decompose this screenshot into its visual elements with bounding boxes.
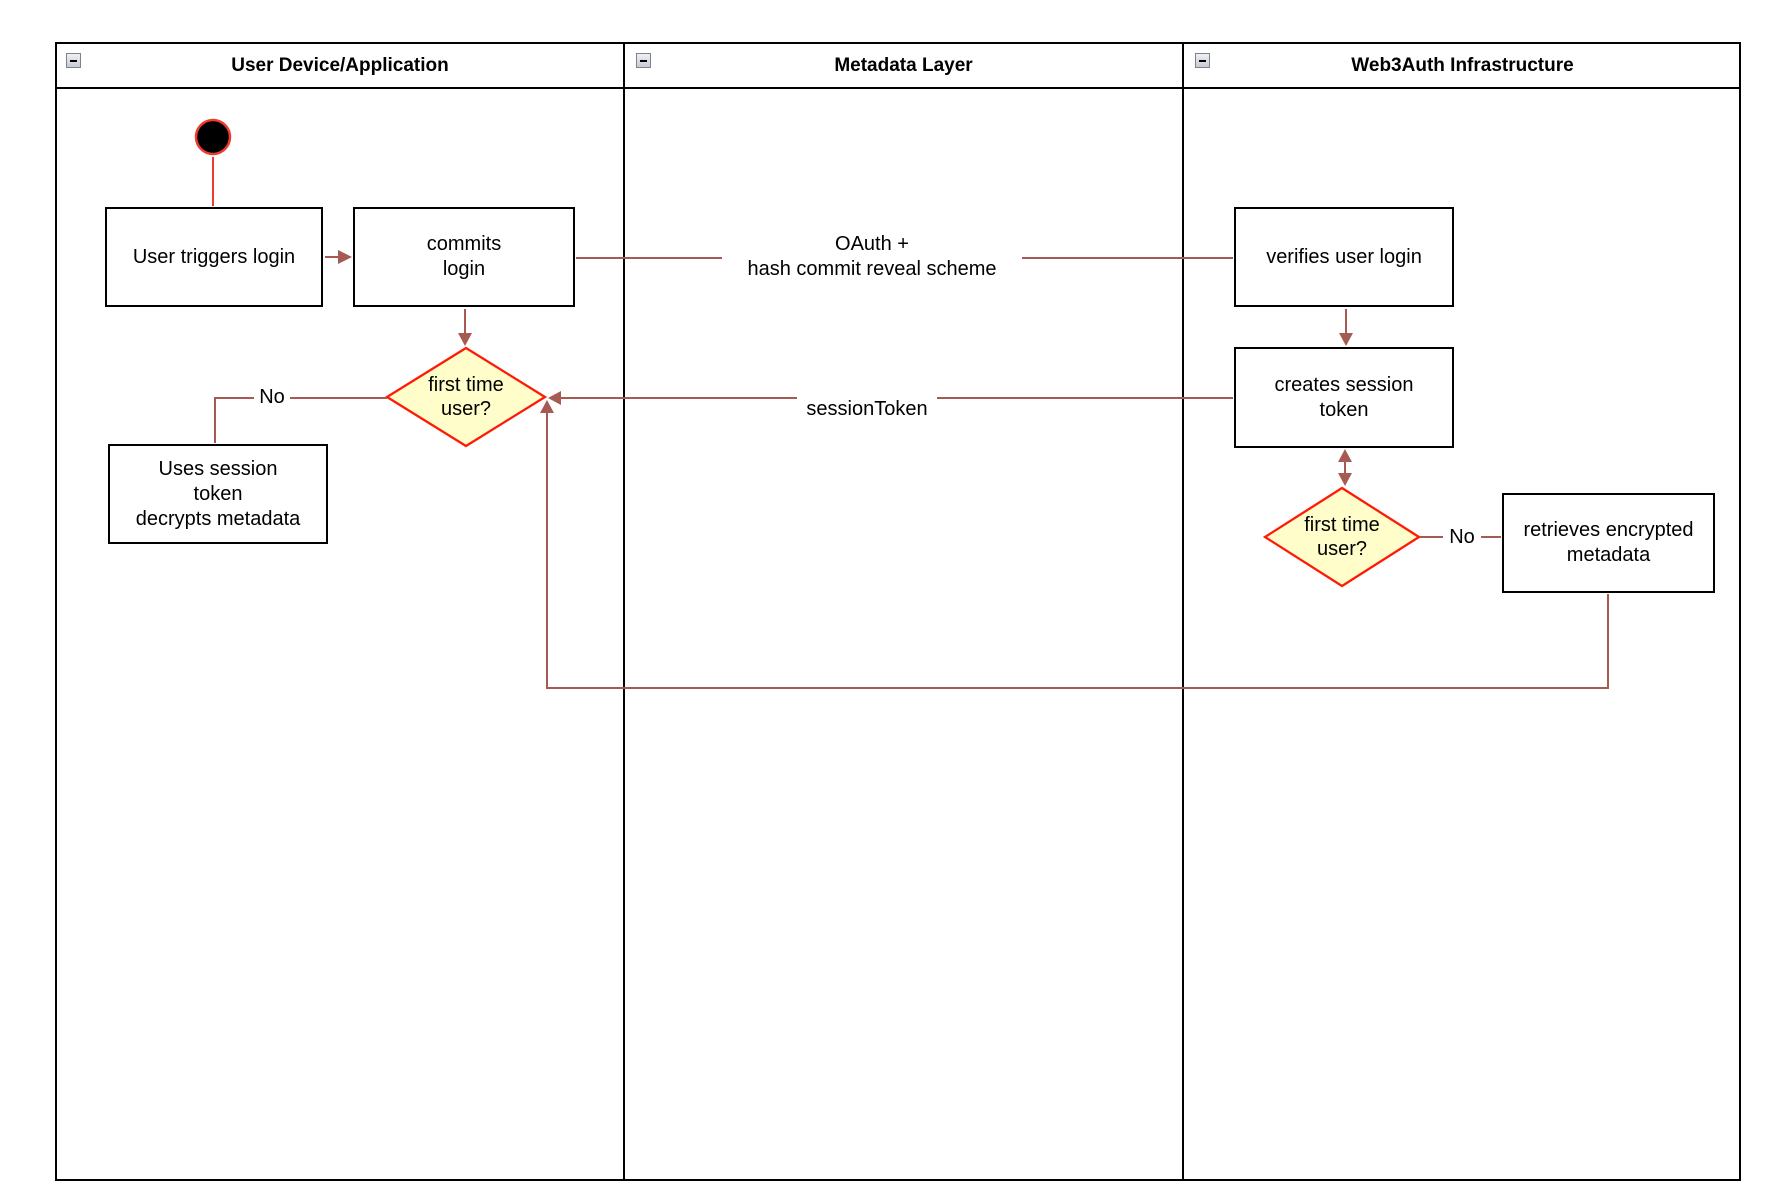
lane-header-web3auth[interactable]: Web3Auth Infrastructure [1184, 44, 1741, 87]
node-retrieves-encrypted-metadata[interactable]: retrieves encrypted metadata [1502, 493, 1715, 593]
lane-header-user-device[interactable]: User Device/Application [57, 44, 623, 87]
decision-node-first-time-user-infra[interactable] [1262, 486, 1422, 588]
lane-title-metadata-layer: Metadata Layer [834, 54, 973, 76]
edge-creates-to-decision-bidirectional[interactable] [1338, 449, 1352, 486]
decision-node-first-time-user-device[interactable] [384, 346, 548, 448]
node-user-triggers-login[interactable]: User triggers login [105, 207, 323, 307]
minus-glyph [70, 59, 77, 62]
edge-retrieves-loop-to-decision-device[interactable] [540, 400, 1609, 689]
edge-commits-to-decision-device[interactable] [458, 309, 472, 346]
lane-header-metadata-layer[interactable]: Metadata Layer [625, 44, 1182, 87]
collapse-lane-icon-user-device[interactable] [66, 53, 81, 68]
lane-title-user-device: User Device/Application [231, 54, 449, 76]
edge-label-session-token[interactable]: sessionToken [797, 395, 937, 421]
node-uses-session-token[interactable]: Uses session token decrypts metadata [108, 444, 328, 544]
edge-user-triggers-to-commits[interactable] [325, 250, 352, 264]
lane-title-web3auth: Web3Auth Infrastructure [1351, 54, 1574, 76]
edge-verifies-to-creates[interactable] [1339, 309, 1353, 346]
lane-divider-2 [1182, 42, 1184, 1181]
header-separator [55, 87, 1741, 89]
minus-glyph [640, 59, 647, 62]
collapse-lane-icon-metadata-layer[interactable] [636, 53, 651, 68]
pool-frame [55, 42, 1741, 1181]
edge-label-no-infra[interactable]: No [1443, 525, 1481, 549]
edge-label-no-device[interactable]: No [254, 385, 290, 409]
collapse-lane-icon-web3auth[interactable] [1195, 53, 1210, 68]
lane-divider-1 [623, 42, 625, 1181]
node-commits-login[interactable]: commits login [353, 207, 575, 307]
node-verifies-user-login[interactable]: verifies user login [1234, 207, 1454, 307]
node-creates-session-token[interactable]: creates session token [1234, 347, 1454, 448]
edge-no-device[interactable] [214, 397, 387, 443]
edge-label-oauth-commit[interactable]: OAuth + hash commit reveal scheme [722, 232, 1022, 282]
minus-glyph [1199, 59, 1206, 62]
start-node[interactable] [194, 118, 232, 156]
